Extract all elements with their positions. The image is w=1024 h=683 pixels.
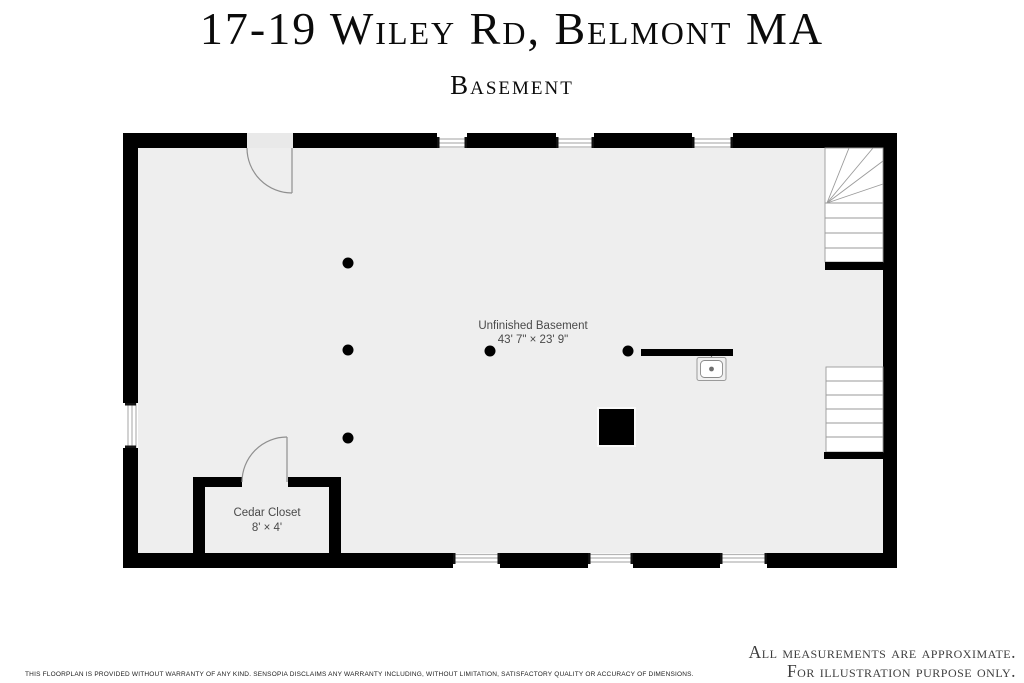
- page-title: 17-19 Wiley Rd, Belmont MA: [199, 3, 825, 54]
- window: [692, 133, 733, 148]
- furnace-block: [597, 407, 636, 447]
- room-dimensions-unfinished-basement: 43' 7" × 23' 9": [498, 334, 568, 346]
- support-column: [622, 345, 634, 357]
- measurement-note: All measurements are approximate. For il…: [748, 641, 1016, 682]
- support-column: [484, 345, 496, 357]
- wall: [123, 133, 247, 148]
- wall: [123, 553, 453, 568]
- wall: [883, 133, 897, 568]
- measurement-note-line2: For illustration purpose only.: [786, 661, 1016, 682]
- wall: [467, 133, 556, 148]
- basement-floor: [126, 136, 891, 563]
- bottom-windows: [453, 553, 767, 568]
- window: [437, 133, 467, 148]
- room-dimensions-cedar-closet: 8' × 4': [252, 522, 282, 534]
- wall: [767, 553, 897, 568]
- exterior-walls: [123, 133, 897, 568]
- wall: [123, 448, 138, 568]
- sink: [696, 356, 727, 381]
- left-window: [123, 403, 138, 448]
- wall: [293, 133, 437, 148]
- top-windows: [437, 133, 733, 148]
- support-column: [342, 257, 354, 269]
- wall: [500, 553, 588, 568]
- room-label-unfinished-basement: Unfinished Basement: [478, 320, 588, 332]
- window: [453, 553, 500, 568]
- door-swing-arc: [246, 147, 293, 194]
- measurement-note-line1: All measurements are approximate.: [748, 641, 1016, 662]
- disclaimer-text: THIS FLOORPLAN IS PROVIDED WITHOUT WARRA…: [25, 671, 694, 678]
- support-column: [342, 344, 354, 356]
- window: [720, 553, 767, 568]
- cedar-closet-walls: [193, 477, 341, 553]
- interior-wall: [641, 349, 733, 356]
- wall: [123, 133, 138, 403]
- floor-label: Basement: [450, 70, 574, 100]
- wall: [733, 133, 897, 148]
- staircase-lower: [824, 366, 884, 459]
- stair-wall: [825, 262, 883, 270]
- staircase-upper: [824, 147, 884, 270]
- wall: [329, 477, 341, 553]
- support-columns: [342, 257, 634, 444]
- window: [556, 133, 594, 148]
- closet-door: [241, 436, 288, 483]
- entry-door-gap: [247, 133, 293, 148]
- room-label-cedar-closet: Cedar Closet: [233, 507, 301, 519]
- door-swing-arc: [241, 436, 288, 483]
- stair-wall: [824, 452, 883, 459]
- wall: [633, 553, 720, 568]
- wall: [594, 133, 692, 148]
- entry-door: [246, 147, 293, 194]
- window: [588, 553, 633, 568]
- support-column: [342, 432, 354, 444]
- sink-drain: [709, 366, 714, 372]
- wall: [193, 477, 242, 487]
- wall: [288, 477, 341, 487]
- wall: [193, 477, 205, 553]
